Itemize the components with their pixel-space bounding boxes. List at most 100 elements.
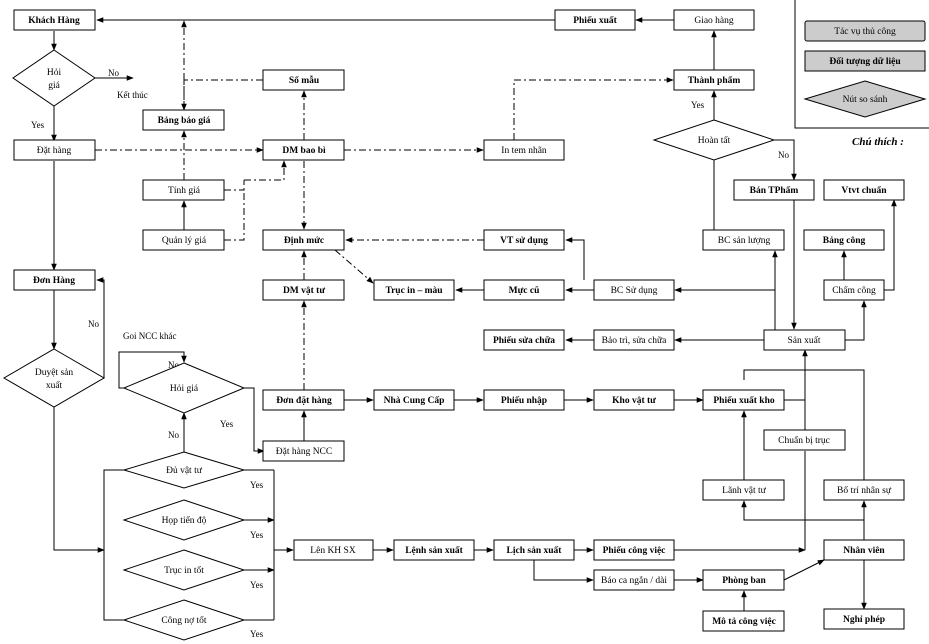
node-dinh-muc: Định mức xyxy=(262,229,345,251)
node-len-kh-sx: Lên KH SX xyxy=(293,539,374,561)
svg-text:Khách Hàng: Khách Hàng xyxy=(28,16,80,26)
node-vtvt-chuan: Vtvt chuẩn xyxy=(823,179,905,201)
label-yes: Yes xyxy=(691,100,705,110)
node-chuan-bi-truc: Chuẩn bị trục xyxy=(763,429,846,451)
node-bc-san-luong: BC sản lượng xyxy=(702,229,785,251)
label-yes: Yes xyxy=(220,419,234,429)
svg-text:Chấm công: Chấm công xyxy=(832,285,876,296)
label-no: No xyxy=(778,150,789,160)
svg-text:Lịch sản xuất: Lịch sản xuất xyxy=(507,545,563,556)
node-quan-ly-gia: Quản lý giá xyxy=(142,229,225,251)
label-no: No xyxy=(168,360,179,370)
node-dat-hang: Đặt hàng xyxy=(13,139,96,161)
svg-text:BC Sử dụng: BC Sử dụng xyxy=(611,286,658,296)
svg-text:Nhà Cung Cấp: Nhà Cung Cấp xyxy=(384,395,445,406)
svg-text:Trục in – màu: Trục in – màu xyxy=(385,286,443,296)
node-dm-vat-tu: DM vật tư xyxy=(262,279,345,301)
diamond-cong-no-tot: Công nợ tốt xyxy=(122,599,246,641)
svg-text:Lệnh sản xuất: Lệnh sản xuất xyxy=(405,545,463,556)
svg-text:DM vật tư: DM vật tư xyxy=(283,286,325,296)
node-dat-hang-ncc: Đặt hàng NCC xyxy=(262,440,345,462)
svg-text:Nghỉ phép: Nghỉ phép xyxy=(843,615,885,625)
node-khach-hang: Khách Hàng xyxy=(13,9,96,31)
svg-text:Thành phẩm: Thành phẩm xyxy=(688,75,741,86)
svg-text:Định mức: Định mức xyxy=(284,236,324,246)
svg-text:Mô tả công việc: Mô tả công việc xyxy=(712,617,776,627)
node-dm-bao-bi: DM bao bì xyxy=(262,139,345,161)
label-no: No xyxy=(168,430,179,440)
svg-text:DM bao bì: DM bao bì xyxy=(282,146,326,156)
diamond-duyet-san-xuat: Duyệt sản xuất xyxy=(3,348,105,408)
node-so-mau: Sổ mẫu xyxy=(262,69,345,91)
svg-text:Bố trí nhân sự: Bố trí nhân sự xyxy=(837,485,892,496)
legend: Tác vụ thủ công Đối tượng dữ liệu Nút so… xyxy=(794,0,929,148)
svg-text:Lên KH SX: Lên KH SX xyxy=(310,546,356,556)
svg-text:Lãnh vật tư: Lãnh vật tư xyxy=(722,486,767,496)
svg-text:Phòng ban: Phòng ban xyxy=(722,576,766,586)
svg-text:Duyệt sản: Duyệt sản xyxy=(35,368,74,378)
svg-text:Bảng công: Bảng công xyxy=(823,236,866,246)
label-goi-ncc-khac: Goi NCC khác xyxy=(123,331,177,341)
diamond-hoan-tat: Hoàn tất xyxy=(652,119,776,161)
svg-text:giá: giá xyxy=(48,81,60,91)
node-lich-san-xuat: Lịch sản xuất xyxy=(493,539,575,561)
label-ket-thuc: Kết thúc xyxy=(117,90,148,100)
label-yes: Yes xyxy=(250,629,264,639)
node-lanh-vat-tu: Lãnh vật tư xyxy=(702,479,785,501)
node-lenh-san-xuat: Lệnh sản xuất xyxy=(393,539,475,561)
node-muc-cu: Mực cũ xyxy=(483,279,565,301)
svg-text:Đặt hàng: Đặt hàng xyxy=(37,146,72,156)
node-bang-bao-gia: Bảng báo giá xyxy=(142,109,225,131)
svg-text:Kho vật tư: Kho vật tư xyxy=(612,396,656,406)
svg-text:Phiếu xuất: Phiếu xuất xyxy=(573,15,617,26)
svg-text:Chuẩn bị trục: Chuẩn bị trục xyxy=(778,435,830,446)
node-don-dat-hang: Đơn đặt hàng xyxy=(262,389,345,411)
node-phieu-nhap: Phiếu nhập xyxy=(483,389,565,411)
dashed-connectors xyxy=(95,20,674,390)
solid-connectors xyxy=(51,17,897,621)
node-truc-in-mau: Trục in – màu xyxy=(373,279,455,301)
svg-text:Mực cũ: Mực cũ xyxy=(509,286,540,296)
node-cham-cong: Chấm công xyxy=(823,279,885,301)
svg-text:Hỏi giá: Hỏi giá xyxy=(170,384,199,394)
svg-text:Hỏi: Hỏi xyxy=(47,68,62,78)
svg-text:Công nợ tốt: Công nợ tốt xyxy=(161,615,206,626)
svg-text:Đối tượng dữ liệu: Đối tượng dữ liệu xyxy=(829,56,901,67)
label-yes: Yes xyxy=(250,530,264,540)
node-nhan-vien: Nhân viên xyxy=(823,539,905,561)
node-phong-ban: Phòng ban xyxy=(702,569,785,591)
svg-text:Sổ mẫu: Sổ mẫu xyxy=(289,75,320,86)
svg-text:Trục in tốt: Trục in tốt xyxy=(164,565,204,576)
svg-text:Đơn đặt hàng: Đơn đặt hàng xyxy=(276,396,332,406)
svg-text:Nhân viên: Nhân viên xyxy=(843,546,885,556)
diamond-hoi-gia: Hỏi giá xyxy=(12,49,96,107)
node-nha-cung-cap: Nhà Cung Cấp xyxy=(373,389,455,411)
node-mo-ta-cong-viec: Mô tả công việc xyxy=(702,610,785,632)
node-vt-su-dung: VT sử dụng xyxy=(483,229,565,251)
svg-text:VT sử dụng: VT sử dụng xyxy=(500,236,548,246)
svg-text:Đơn Hàng: Đơn Hàng xyxy=(33,276,75,286)
svg-text:In tem nhãn: In tem nhãn xyxy=(501,146,547,156)
node-bc-su-dung: BC Sử dụng xyxy=(593,279,675,301)
legend-compare-node: Nút so sánh xyxy=(803,80,927,118)
label-yes: Yes xyxy=(250,580,264,590)
node-san-xuat: Sản xuất xyxy=(763,329,846,351)
label-yes: Yes xyxy=(31,120,45,130)
node-phieu-xuat-kho: Phiếu xuất kho xyxy=(702,389,785,411)
label-yes: Yes xyxy=(250,480,264,490)
node-ban-tpham: Bán TPhẩm xyxy=(733,179,815,201)
svg-text:Bán TPhẩm: Bán TPhẩm xyxy=(750,185,799,196)
node-nghi-phep: Nghỉ phép xyxy=(823,608,905,630)
svg-text:Họp tiến độ: Họp tiến độ xyxy=(162,515,207,526)
svg-text:Quản lý giá: Quản lý giá xyxy=(162,236,207,246)
diamond-hoi-gia-ncc: Hỏi giá xyxy=(122,362,246,414)
node-thanh-pham: Thành phẩm xyxy=(673,69,755,91)
svg-text:Hoàn tất: Hoàn tất xyxy=(698,135,731,146)
diamond-hop-tien-do: Họp tiến độ xyxy=(122,499,246,541)
node-tinh-gia: Tính giá xyxy=(142,179,225,201)
svg-text:Phiếu sửa chữa: Phiếu sửa chữa xyxy=(493,335,555,346)
node-phieu-cong-viec: Phiếu công việc xyxy=(593,539,675,561)
node-kho-vat-tu: Kho vật tư xyxy=(593,389,675,411)
